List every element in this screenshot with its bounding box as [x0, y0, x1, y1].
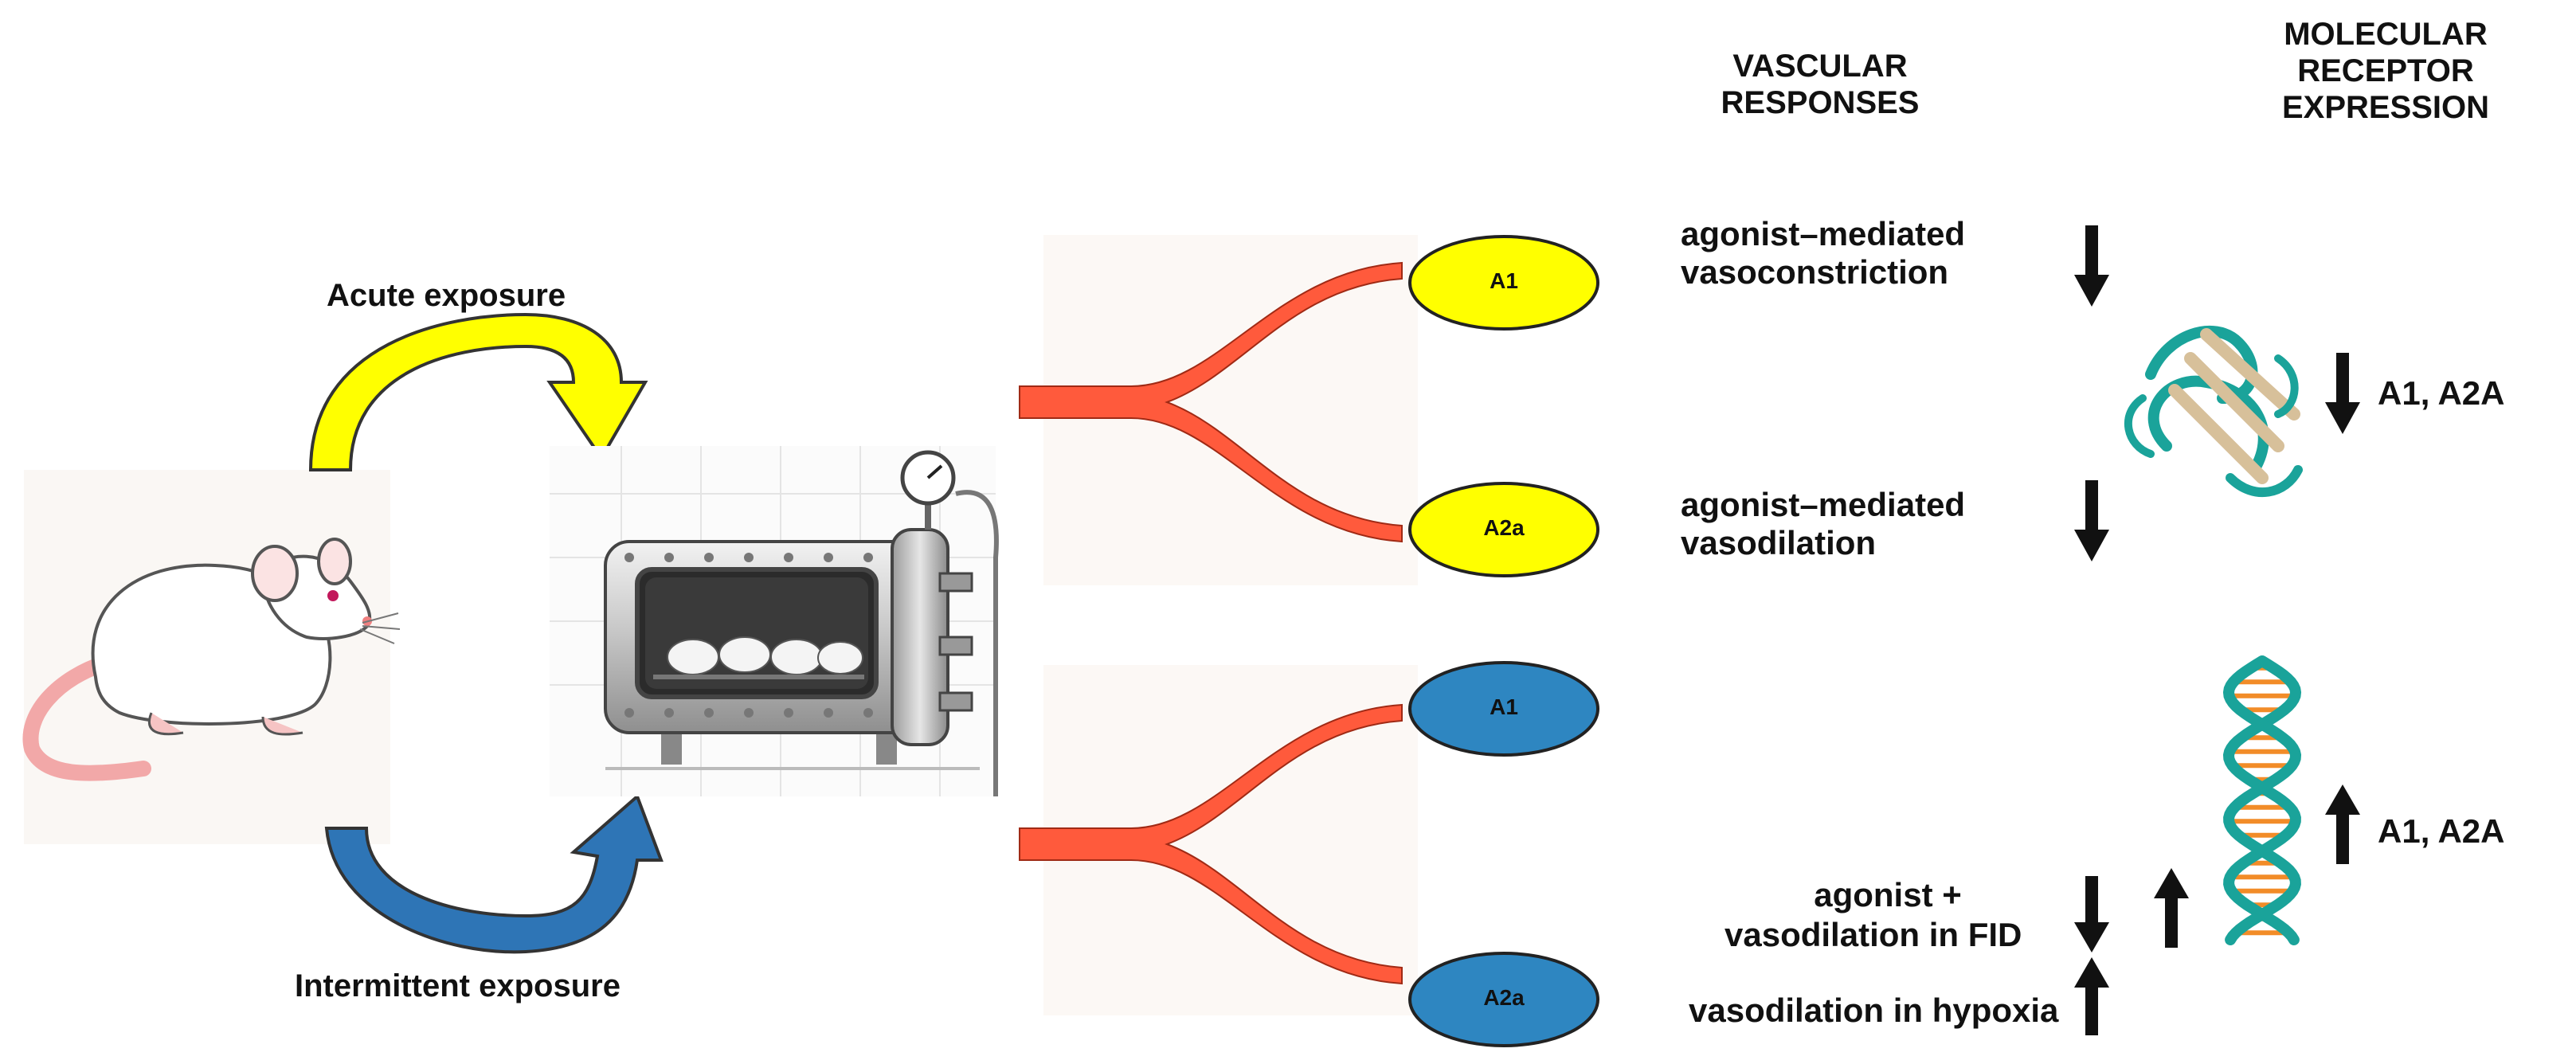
down-arrow-icon — [2074, 480, 2109, 561]
response-line: vasodilation — [1681, 524, 1877, 562]
intermittent-molecular-label: A1, A2A — [2378, 812, 2505, 850]
hyperbaric-chamber-illustration — [550, 446, 999, 796]
intermittent-receptor-a2a-label: A2a — [1483, 985, 1525, 1010]
up-arrow-icon — [2074, 957, 2109, 1035]
vascular-responses-header: VASCULAR RESPONSES — [1689, 48, 1952, 121]
molecular-expression-header: MOLECULAR RECEPTOR EXPRESSION — [2214, 16, 2557, 126]
intermittent-vessel — [1019, 703, 1403, 985]
intermittent-receptor-a1-label: A1 — [1490, 694, 1518, 719]
intermittent-response-line-3: vasodilation in hypoxia — [1689, 992, 2059, 1029]
acute-receptor-a1-label: A1 — [1490, 268, 1518, 293]
up-arrow-icon — [2154, 868, 2189, 948]
dna-backbone — [2222, 655, 2302, 945]
protein-structure-icon — [2124, 325, 2303, 497]
intermittent-exposure-arrow — [324, 793, 664, 954]
acute-response-a2a: agonist–mediated vasodilation — [1681, 486, 1965, 563]
down-arrow-icon — [2325, 353, 2360, 434]
header-line: RECEPTOR — [2297, 53, 2474, 88]
down-arrow-icon — [2074, 225, 2109, 307]
header-line: EXPRESSION — [2281, 90, 2490, 125]
acute-exposure-label: Acute exposure — [327, 278, 566, 313]
response-line: agonist–mediated — [1681, 215, 1966, 252]
dna-helix-icon — [2222, 655, 2302, 945]
acute-receptor-a1-oval — [1408, 235, 1599, 331]
rat-illustration — [22, 470, 401, 844]
intermittent-receptor-a2a-oval — [1408, 952, 1599, 1047]
header-line: VASCULAR — [1732, 49, 1908, 84]
acute-exposure-arrow — [308, 312, 648, 471]
acute-response-a1: agonist–mediated vasoconstriction — [1681, 215, 1965, 292]
intermittent-response-line-2: vasodilation in FID — [1725, 916, 2022, 953]
intermittent-vessel-panel — [1019, 661, 1599, 1047]
acute-molecular-label: A1, A2A — [2378, 374, 2505, 412]
acute-vessel-panel — [1019, 235, 1599, 585]
response-line: vasoconstriction — [1681, 253, 1949, 291]
header-line: MOLECULAR — [2284, 17, 2488, 52]
intermittent-response-line-1: agonist + — [1814, 876, 1962, 913]
intermittent-exposure-label: Intermittent exposure — [295, 968, 621, 1003]
down-arrow-icon — [2074, 876, 2109, 953]
acute-receptor-a2a-label: A2a — [1483, 515, 1525, 540]
acute-vessel — [1019, 261, 1403, 543]
intermittent-receptor-a1-oval — [1408, 661, 1599, 757]
up-arrow-icon — [2325, 784, 2360, 864]
acute-receptor-a2a-oval — [1408, 482, 1599, 577]
header-line: RESPONSES — [1721, 85, 1920, 120]
dna-backbone — [2222, 655, 2302, 945]
response-line: agonist–mediated — [1681, 486, 1966, 523]
